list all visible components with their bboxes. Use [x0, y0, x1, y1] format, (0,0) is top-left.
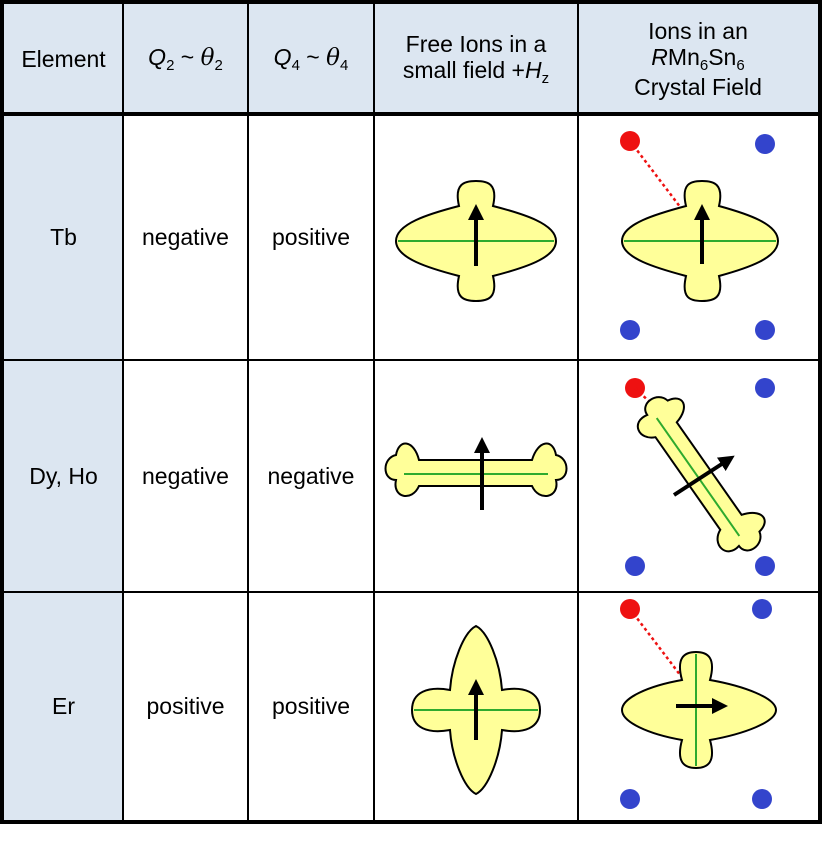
- blue-ion: [752, 599, 772, 619]
- row-dyho-q4: negative: [248, 360, 374, 592]
- header-crystal-field: Ions in an RMn6Sn6 Crystal Field: [578, 4, 818, 114]
- moment-arrow: [672, 455, 735, 497]
- blue-ion: [755, 320, 775, 340]
- blue-ion: [620, 320, 640, 340]
- row-er-q4: positive: [248, 592, 374, 820]
- row-divider: [0, 359, 822, 361]
- row-tb-q2: negative: [123, 114, 248, 360]
- er-free-ion-figure: [410, 624, 542, 796]
- bond-line: [629, 140, 685, 213]
- header-crystal-formula: RMn6Sn6: [651, 44, 745, 74]
- table-border: [0, 820, 822, 824]
- table-border: [0, 0, 822, 4]
- header-free-ions-line1: Free Ions in a: [405, 31, 547, 57]
- row-er-element: Er: [4, 592, 123, 820]
- q2-value: positive: [146, 693, 225, 719]
- row-dyho-q2: negative: [123, 360, 248, 592]
- tilted-bone-shape: [636, 396, 766, 553]
- header-q2: Q2 ~ θ2: [123, 4, 248, 114]
- q4-value: positive: [272, 224, 350, 250]
- header-element-label: Element: [21, 46, 106, 72]
- header-q2-label: Q2 ~ θ2: [148, 44, 223, 74]
- header-crystal-line1: Ions in an: [648, 18, 748, 44]
- er-crystal-figure: [620, 599, 778, 809]
- header-free-ions-line2: small field +Hz: [402, 57, 550, 87]
- row-divider: [0, 591, 822, 593]
- q2-value: negative: [142, 224, 229, 250]
- column-divider: [247, 0, 249, 824]
- q4-value: positive: [272, 693, 350, 719]
- tb-crystal-figure: [620, 131, 780, 340]
- blue-ion: [752, 789, 772, 809]
- er-crystal-shape: [620, 650, 778, 770]
- header-free-ions: Free Ions in a small field +Hz: [374, 4, 578, 114]
- blue-ion: [620, 789, 640, 809]
- blue-ion: [755, 556, 775, 576]
- element-label: Tb: [50, 224, 77, 250]
- column-divider: [122, 0, 124, 824]
- q4-value: negative: [267, 463, 355, 489]
- blue-ion: [755, 134, 775, 154]
- row-dyho-element: Dy, Ho: [4, 360, 123, 592]
- header-crystal-line3: Crystal Field: [634, 74, 762, 100]
- element-label: Dy, Ho: [29, 463, 98, 489]
- bone-shape: [384, 442, 568, 497]
- element-label: Er: [52, 693, 75, 719]
- bond-line: [629, 608, 685, 681]
- column-divider: [373, 0, 375, 824]
- q2-value: negative: [142, 463, 229, 489]
- header-divider: [0, 112, 822, 116]
- tb-free-ion-figure: [394, 179, 558, 303]
- blue-ion: [755, 378, 775, 398]
- row-tb-element: Tb: [4, 114, 123, 360]
- dyho-crystal-figure: [625, 378, 775, 576]
- row-tb-q4: positive: [248, 114, 374, 360]
- header-q4-label: Q4 ~ θ4: [273, 44, 349, 74]
- table-border: [0, 0, 4, 824]
- header-q4: Q4 ~ θ4: [248, 4, 374, 114]
- dyho-free-ion-figure: [384, 437, 568, 510]
- table-border: [818, 0, 822, 824]
- blue-ion: [625, 556, 645, 576]
- header-element: Element: [4, 4, 123, 114]
- column-divider: [577, 0, 579, 824]
- row-er-q2: positive: [123, 592, 248, 820]
